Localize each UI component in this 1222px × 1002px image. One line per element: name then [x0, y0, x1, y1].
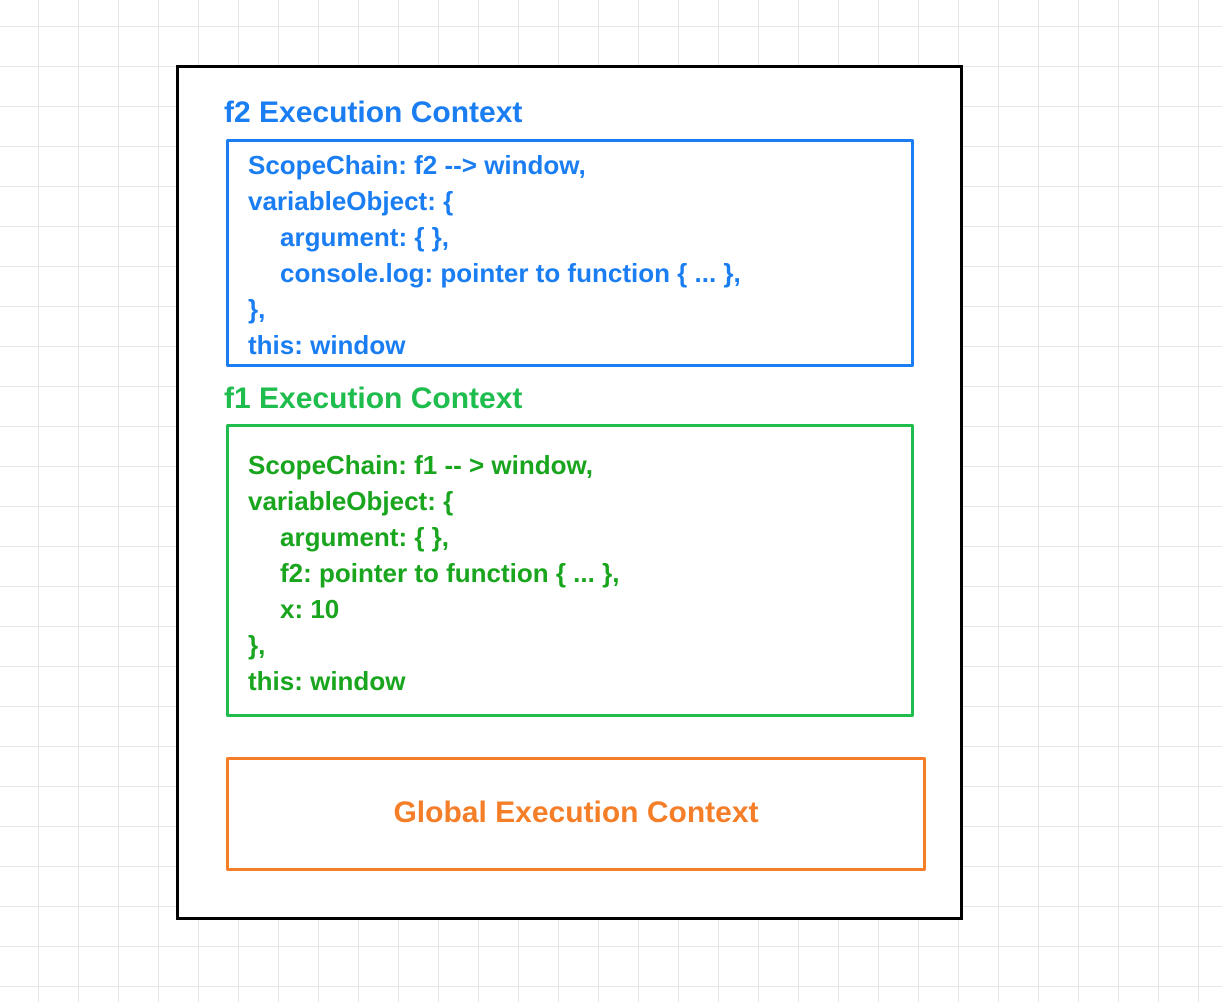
f1-close-brace-line: }, — [248, 630, 266, 660]
f1-argument-line: argument: { }, — [280, 522, 450, 552]
f1-this-line: this: window — [248, 666, 406, 696]
f1-context-title: f1 Execution Context — [224, 382, 523, 415]
f1-f2-pointer-line: f2: pointer to function { ... }, — [280, 558, 620, 588]
global-context-title: Global Execution Context — [393, 796, 759, 829]
f1-scope-chain-line: ScopeChain: f1 -- > window, — [248, 450, 593, 480]
f2-context-title: f2 Execution Context — [224, 96, 523, 129]
f1-context-box — [226, 424, 914, 717]
f2-argument-line: argument: { }, — [280, 222, 450, 252]
global-context-box: Global Execution Context — [226, 757, 926, 871]
execution-stack-frame — [176, 65, 963, 920]
f2-console-log-line: console.log: pointer to function { ... }… — [280, 258, 741, 288]
f2-variable-object-line: variableObject: { — [248, 186, 454, 216]
f1-variable-object-line: variableObject: { — [248, 486, 454, 516]
f2-close-brace-line: }, — [248, 294, 266, 324]
f1-x-line: x: 10 — [280, 594, 340, 624]
f2-context-box — [226, 139, 914, 367]
f2-this-line: this: window — [248, 330, 406, 360]
f2-scope-chain-line: ScopeChain: f2 --> window, — [248, 150, 586, 180]
